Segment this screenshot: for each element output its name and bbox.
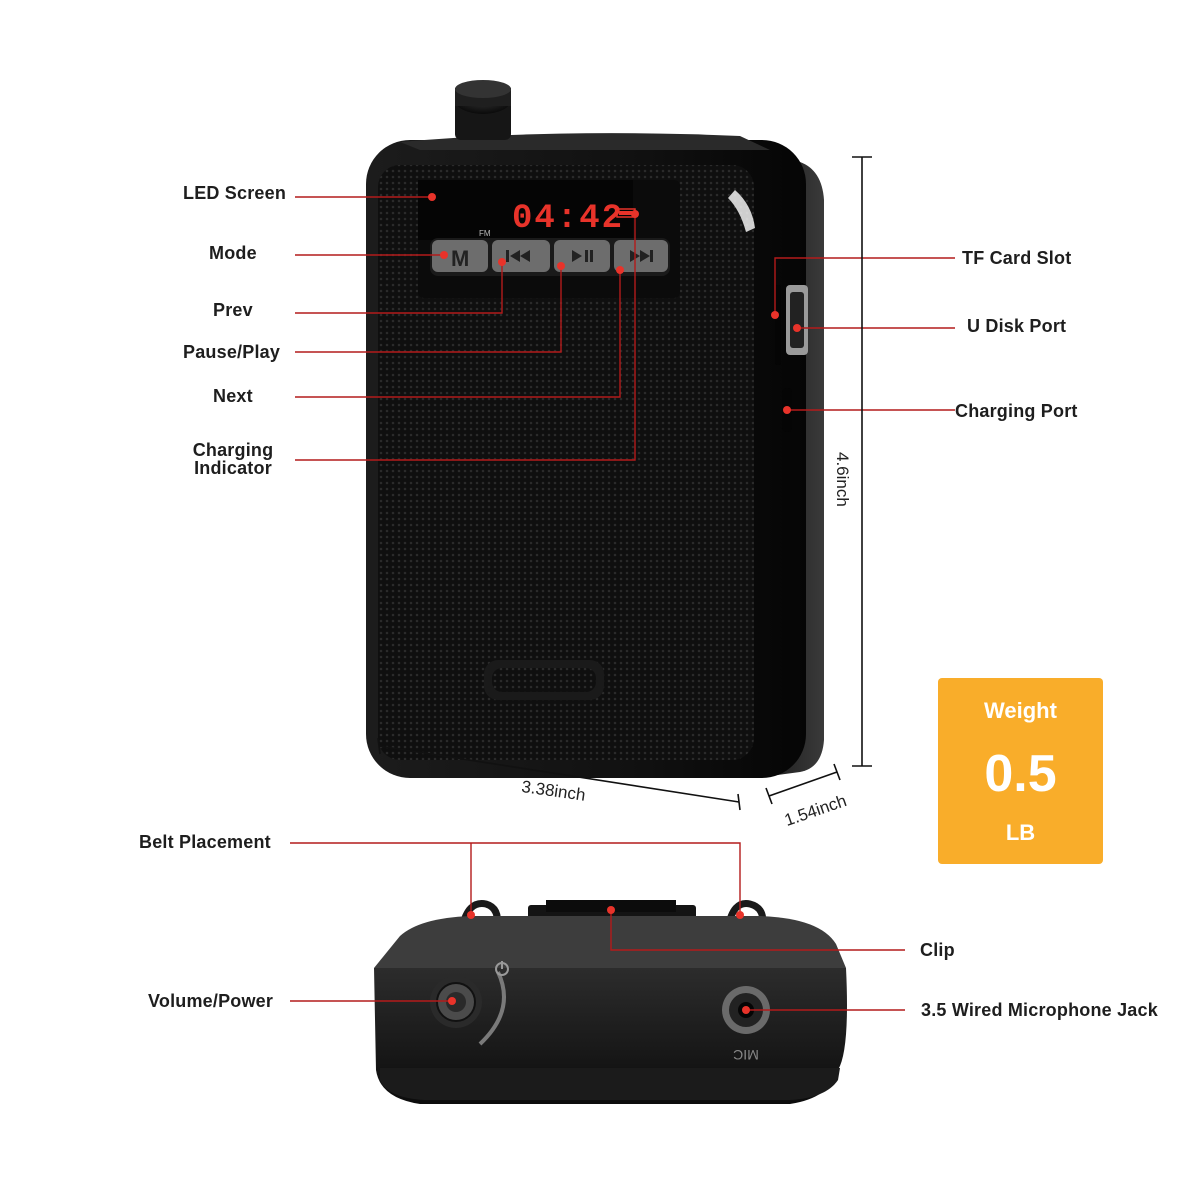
- speaker-device-front: [366, 80, 824, 778]
- label-mic-jack: 3.5 Wired Microphone Jack: [921, 1000, 1158, 1020]
- label-pause-play: Pause/Play: [183, 342, 281, 362]
- top-volume-knob: [455, 80, 511, 140]
- label-led-screen: LED Screen: [183, 183, 287, 203]
- weight-card: Weight 0.5 LB: [938, 678, 1103, 864]
- label-mode: Mode: [209, 243, 257, 263]
- dimension-height: 4.6inch: [833, 452, 852, 507]
- mic-jack-label: MIC: [733, 1047, 759, 1063]
- label-prev: Prev: [213, 300, 253, 320]
- speaker-grille: [378, 165, 754, 760]
- label-charging-indicator-line1: Charging: [192, 440, 274, 460]
- label-charging-port: Charging Port: [955, 401, 1078, 421]
- display-fm-label: FM: [479, 229, 491, 238]
- label-charging-indicator-line2: Indicator: [194, 458, 272, 478]
- callout-lines: [290, 196, 955, 1011]
- mode-button-label: M: [451, 246, 469, 271]
- label-clip: Clip: [920, 940, 955, 960]
- label-next: Next: [213, 386, 253, 406]
- label-volume-power: Volume/Power: [148, 991, 274, 1011]
- label-tf-card-slot: TF Card Slot: [962, 248, 1072, 268]
- tf-card-slot: [775, 285, 781, 365]
- dimension-lines: [377, 156, 872, 811]
- callout-dots: [428, 193, 801, 1014]
- weight-unit: LB: [1005, 820, 1036, 845]
- label-belt-placement: Belt Placement: [139, 832, 271, 852]
- speaker-device-top: [374, 900, 847, 1104]
- volume-arc: [478, 971, 506, 1046]
- mode-button: [432, 240, 488, 272]
- weight-title: Weight: [984, 698, 1057, 723]
- label-u-disk-port: U Disk Port: [967, 316, 1067, 336]
- display-time: 04:42: [512, 200, 624, 238]
- weight-value: 0.5: [984, 745, 1057, 803]
